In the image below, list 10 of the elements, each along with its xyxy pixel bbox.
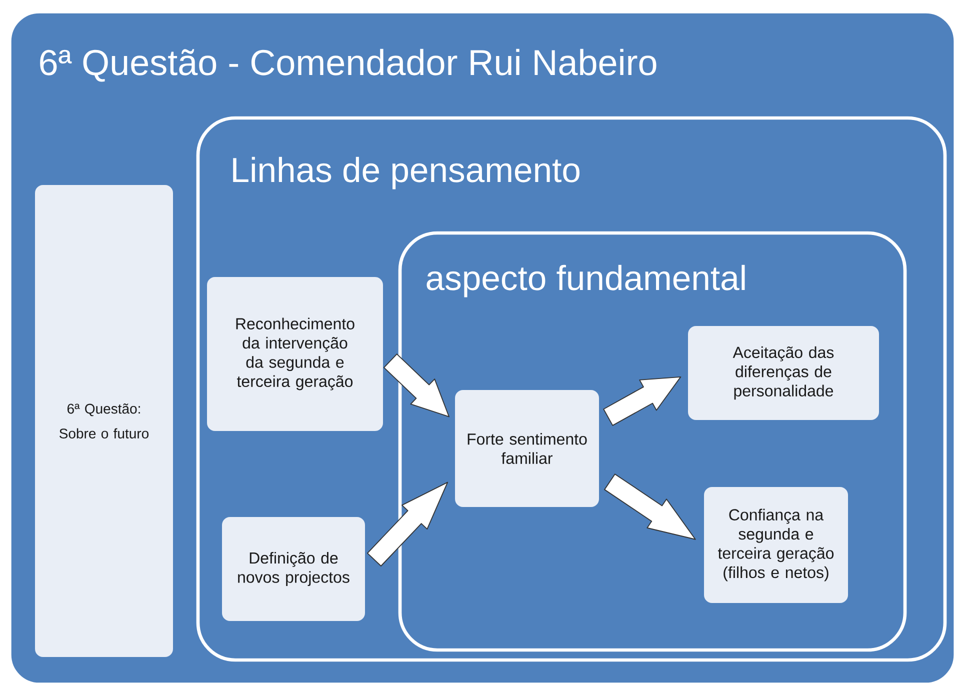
side-box: 6ª Questão: Sobre o futuro bbox=[35, 185, 173, 657]
text-box: Confiança na segunda e terceira geração (filhos e netos) bbox=[704, 487, 848, 603]
block-arrow bbox=[366, 482, 448, 566]
text-box: Reconhecimento da intervenção da segunda e terceira geração bbox=[207, 277, 383, 431]
text-box: Forte sentimento familiar bbox=[455, 390, 599, 507]
block-arrow bbox=[384, 354, 450, 418]
block-arrow bbox=[603, 376, 682, 426]
block-arrow bbox=[604, 474, 696, 540]
text-box: Definição de novos projectos bbox=[222, 517, 365, 621]
text-box: Aceitação das diferenças de personalidade bbox=[688, 326, 879, 420]
